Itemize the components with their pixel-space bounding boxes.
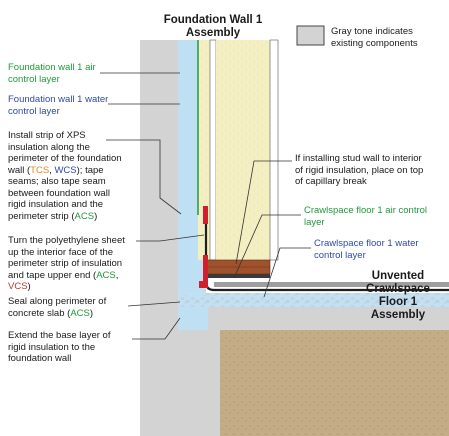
label-wall-water-control: Foundation wall 1 water control layer <box>8 94 108 117</box>
stud-line-2: of rigid insulation, place on top <box>295 164 424 176</box>
tape-corner <box>199 281 208 288</box>
poly-line-4-post: , <box>115 269 119 281</box>
label-wall-air-control: Foundation wall 1 air control layer <box>8 62 96 85</box>
poly-line-4-pre: and tape upper end ( <box>8 269 97 281</box>
foundation-wall <box>140 40 178 350</box>
stud-cavity-insulation <box>216 40 270 260</box>
seal-line-2: concrete slab (ACS) <box>8 308 106 320</box>
stud <box>209 39 217 261</box>
xps-acs: ACS <box>74 210 95 222</box>
wall-rigid-insulation <box>178 40 198 215</box>
seal-line-2-pre: concrete slab ( <box>8 307 71 319</box>
assembly-line-4: Assembly <box>370 309 426 321</box>
slab-band <box>214 282 449 287</box>
stud-cavity-left <box>198 40 210 260</box>
footing-shadow <box>178 330 220 350</box>
concrete-slab <box>205 307 449 330</box>
diagram-title: Foundation Wall 1 Assembly <box>152 14 274 40</box>
legend-line-1: Gray tone indicates <box>331 26 413 37</box>
label-xps-strip: Install strip of XPS insulation along th… <box>8 130 122 222</box>
xps-line-8-post: ) <box>94 210 98 222</box>
xps-line-8: perimeter strip (ACS) <box>8 211 122 223</box>
xps-line-4-pre: wall ( <box>8 164 31 176</box>
xps-line-7: rigid insulation and the <box>8 199 104 210</box>
poly-line-2: up the interior face of the <box>8 246 114 258</box>
footing <box>140 350 220 436</box>
tape-upper <box>203 206 208 224</box>
poly-line-5: VCS) <box>8 281 125 293</box>
xps-line-4: wall (TCS, WCS); tape <box>8 165 122 177</box>
xps-line-1: Install strip of XPS <box>8 130 86 141</box>
xps-line-6: between foundation wall <box>8 187 110 199</box>
label-poly-sheet: Turn the polyethylene sheet up the inter… <box>8 235 125 293</box>
assembly-line-1: Unvented <box>371 270 425 282</box>
seal-line-1: Seal along perimeter of <box>8 296 107 307</box>
label-seal-slab: Seal along perimeter of concrete slab (A… <box>8 296 106 319</box>
poly-acs: ACS <box>96 269 116 281</box>
soil <box>178 330 449 436</box>
wall-air-line-1: Foundation wall 1 air <box>8 62 96 73</box>
xps-line-2: insulation along the <box>8 141 90 153</box>
seal-acs: ACS <box>70 307 90 319</box>
seal-line-2-post: ) <box>89 307 94 319</box>
wall-water-line-2: control layer <box>8 105 60 117</box>
xps-sep: , <box>49 164 55 176</box>
poly-line-5-post: ) <box>27 281 31 292</box>
label-floor-air-control: Crawlspace floor 1 air control layer <box>304 205 427 228</box>
floor-air-line-1: Crawlspace floor 1 air control <box>304 205 428 216</box>
tape-lower <box>203 255 208 281</box>
drywall <box>269 39 279 261</box>
stud-line-3: of capillary break <box>295 176 367 187</box>
floor-air-line-2: layer <box>304 216 325 228</box>
floor-rigid-insulation <box>178 293 449 307</box>
floor-water-line-2: control layer <box>314 249 366 261</box>
floor-rigid-insulation-base <box>178 307 208 330</box>
xps-line-5: seams; also tape seam <box>8 176 106 187</box>
wall-air-line-2: control layer <box>8 73 60 85</box>
xps-line-8-pre: perimeter strip ( <box>8 210 75 222</box>
xps-line-3: perimeter of the foundation <box>8 153 122 164</box>
capillary-break <box>206 274 270 278</box>
label-stud-wall: If installing stud wall to interior of r… <box>295 153 423 188</box>
assembly-line-2: Crawlspace <box>366 283 430 295</box>
assembly-line-3: Floor 1 <box>378 296 418 308</box>
legend-text: Gray tone indicates existing components <box>331 26 418 49</box>
xps-line-4-post: ); tape <box>76 164 104 176</box>
poly-line-1: Turn the polyethylene sheet <box>8 235 125 246</box>
wall-water-line-1: Foundation wall 1 water <box>8 94 109 105</box>
xps-wcs: WCS <box>54 164 77 176</box>
label-extend-base: Extend the base layer of rigid insulatio… <box>8 330 110 365</box>
legend-swatch <box>296 25 325 46</box>
legend-line-2: existing components <box>331 37 418 49</box>
title-line-1: Foundation Wall 1 <box>163 14 263 26</box>
title-line-2: Assembly <box>185 27 241 39</box>
label-floor-water-control: Crawlspace floor 1 water control layer <box>314 238 419 261</box>
floor-water-line-1: Crawlspace floor 1 water <box>314 238 419 249</box>
leader-lines <box>100 72 311 340</box>
label-crawlspace-assembly: Unvented Crawlspace Floor 1 Assembly <box>352 270 444 322</box>
poly-line-4: and tape upper end (ACS, <box>8 270 125 282</box>
poly-line-3: perimeter strip of insulation <box>8 258 123 269</box>
stud-line-1: If installing stud wall to interior <box>295 153 422 164</box>
extend-line-3: foundation wall <box>8 353 72 364</box>
xps-tcs: TCS <box>30 164 50 176</box>
extend-line-2: rigid insulation to the <box>8 341 96 353</box>
extend-line-1: Extend the base layer of <box>8 330 111 341</box>
poly-vcs: VCS <box>8 281 28 292</box>
